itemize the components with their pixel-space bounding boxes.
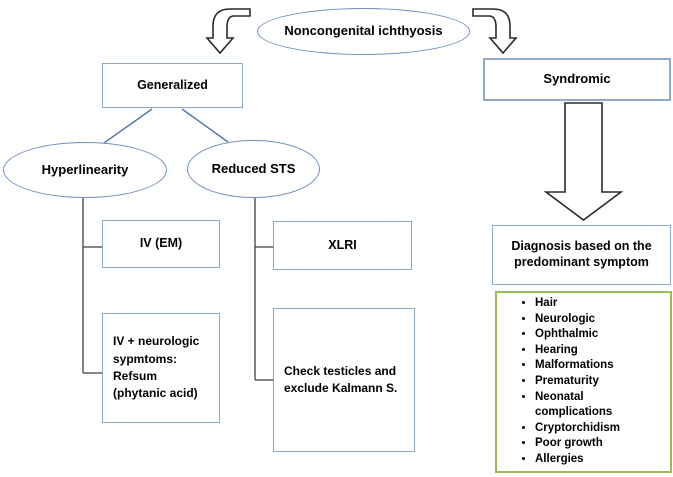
block-arrow-down-icon — [543, 102, 624, 221]
curved-arrow-left-icon — [205, 8, 251, 55]
node-iv-neurologic: IV + neurologic sypmtoms: Refsum (phytan… — [102, 313, 220, 423]
symptom-item: Prematurity — [535, 374, 659, 390]
node-iv-neurologic-label: IV + neurologic sypmtoms: Refsum (phytan… — [113, 334, 200, 401]
symptom-item: Hearing — [535, 343, 659, 359]
node-reduced-sts-label: Reduced STS — [211, 160, 296, 176]
node-diagnosis-label: Diagnosis based on the predominant sympt… — [511, 239, 652, 269]
symptom-item: Poor growth — [535, 436, 659, 452]
symptom-item: Allergies — [535, 452, 659, 468]
node-xlri-label: XLRI — [328, 237, 357, 252]
symptom-item: Neonatal complications — [535, 390, 659, 421]
node-generalized-label: Generalized — [137, 77, 208, 92]
node-generalized: Generalized — [102, 63, 243, 108]
symptom-item: Cryptorchidism — [535, 421, 659, 437]
node-iv-em: IV (EM) — [102, 220, 220, 268]
node-iv-em-label: IV (EM) — [139, 236, 183, 251]
connector-generalized-reduced-sts — [181, 108, 229, 143]
symptom-item: Malformations — [535, 358, 659, 374]
connector-hyperlinearity-children — [82, 198, 102, 374]
node-hyperlinearity-ellipse: Hyperlinearity — [3, 142, 167, 198]
connector-reduced-sts-children — [254, 198, 273, 381]
symptom-item: Hair — [535, 296, 659, 312]
curved-arrow-right-icon — [472, 8, 518, 55]
node-diagnosis: Diagnosis based on the predominant sympt… — [492, 225, 671, 285]
node-syndromic: Syndromic — [483, 58, 671, 101]
node-check-testicles: Check testicles and exclude Kalmann S. — [273, 308, 415, 452]
node-reduced-sts-ellipse: Reduced STS — [187, 140, 320, 198]
node-root-label: Noncongenital ichthyosis — [284, 23, 443, 39]
symptom-item: Ophthalmic — [535, 327, 659, 343]
node-hyperlinearity-label: Hyperlinearity — [41, 161, 129, 177]
node-syndromic-label: Syndromic — [543, 71, 611, 87]
node-root-ellipse: Noncongenital ichthyosis — [257, 8, 470, 55]
symptom-list: Hair Neurologic Ophthalmic Hearing Malfo… — [497, 296, 670, 468]
connector-generalized-hyperlinearity — [103, 108, 153, 144]
node-xlri: XLRI — [273, 221, 412, 270]
symptom-list-box: Hair Neurologic Ophthalmic Hearing Malfo… — [495, 291, 672, 473]
node-check-testicles-label: Check testicles and exclude Kalmann S. — [284, 363, 398, 395]
symptom-item: Neurologic — [535, 312, 659, 328]
